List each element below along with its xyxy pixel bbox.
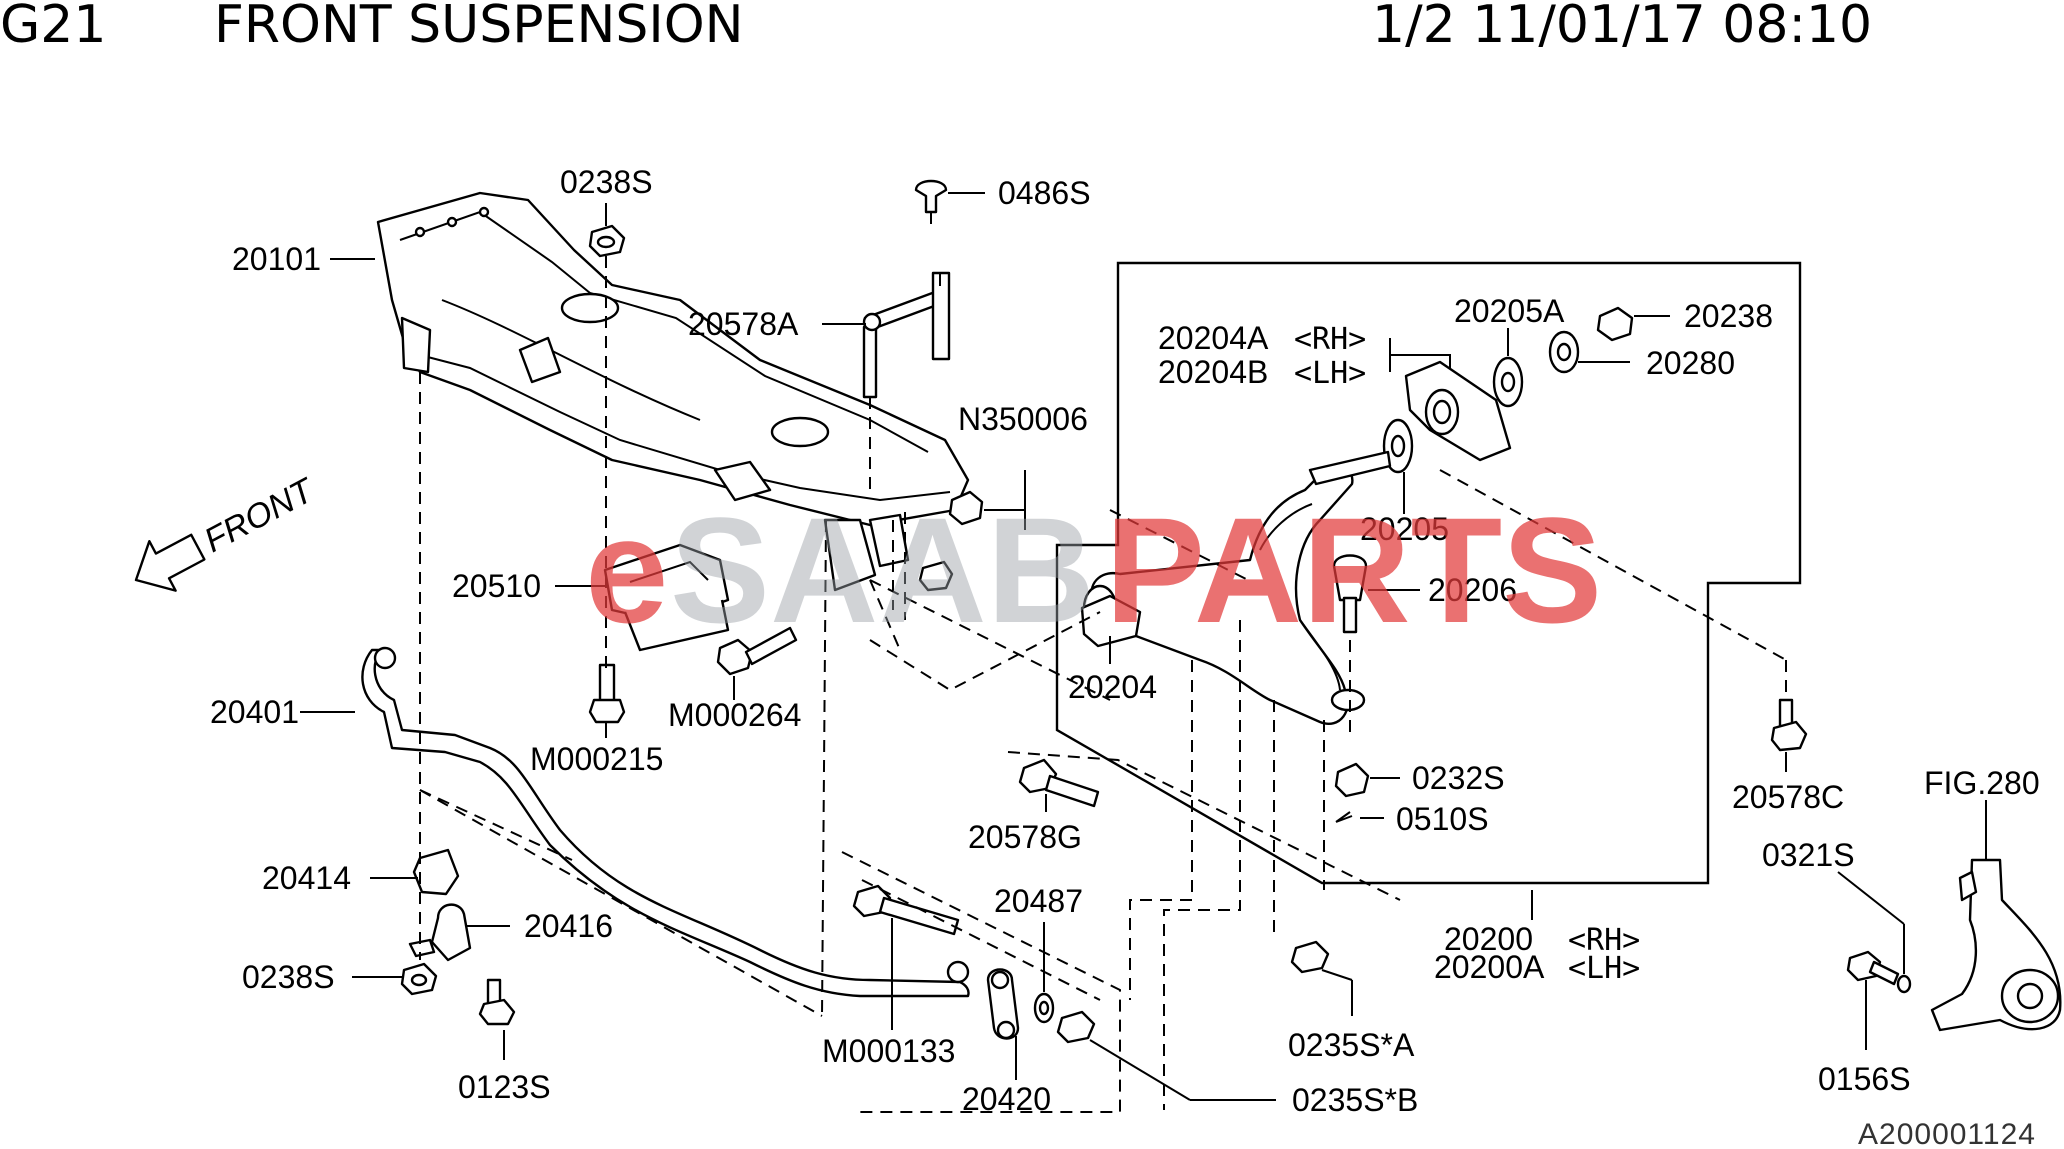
label-20510[interactable]: 20510 — [452, 568, 541, 604]
leader-0235S-B — [1089, 1039, 1191, 1101]
bushing-20204[interactable] — [1080, 594, 1142, 648]
bushing-20414[interactable] — [412, 848, 460, 896]
label-20401[interactable]: 20401 — [210, 694, 299, 730]
label-20200[interactable]: 20200 — [1444, 921, 1533, 957]
label-20414[interactable]: 20414 — [262, 860, 351, 896]
label-0156S[interactable]: 0156S — [1818, 1061, 1911, 1097]
bolt-M000215[interactable] — [588, 663, 626, 724]
label-fig280[interactable]: FIG.280 — [1924, 765, 2040, 801]
label-M000264[interactable]: M000264 — [668, 697, 801, 733]
diagram-title: FRONT SUSPENSION — [214, 0, 744, 55]
front-direction-arrow: FRONT — [134, 471, 321, 592]
label-20578G[interactable]: 20578G — [968, 819, 1082, 855]
watermark: e SAAB PARTS — [585, 486, 1602, 654]
front-label: FRONT — [198, 471, 321, 561]
label-20200A-side: <LH> — [1568, 951, 1640, 986]
clip-0486S[interactable] — [914, 179, 948, 224]
bolt-M000264[interactable] — [716, 626, 798, 676]
label-20238[interactable]: 20238 — [1684, 298, 1773, 334]
nut-0235S-A[interactable] — [1290, 940, 1330, 974]
label-20204A-side: <RH> — [1294, 322, 1366, 357]
label-20487[interactable]: 20487 — [994, 883, 1083, 919]
label-20578C[interactable]: 20578C — [1732, 779, 1844, 815]
label-20205[interactable]: 20205 — [1360, 511, 1449, 547]
crossmember-20101[interactable] — [376, 191, 970, 592]
page-info: 1/2 11/01/17 08:10 — [1372, 0, 1872, 55]
leader-0321S — [1837, 871, 1905, 925]
bolt-M000133[interactable] — [852, 884, 960, 936]
label-20200-side: <RH> — [1568, 923, 1640, 958]
bracket-20416[interactable] — [408, 903, 472, 962]
washer-20280[interactable] — [1548, 330, 1580, 374]
pin-0321S[interactable] — [1896, 974, 1912, 994]
alignment-lines — [419, 256, 1787, 1113]
link-20420[interactable] — [986, 968, 1020, 1040]
nut-0238S-top[interactable] — [588, 224, 626, 258]
label-0510S[interactable]: 0510S — [1396, 801, 1489, 837]
label-20204A[interactable]: 20204A — [1158, 320, 1269, 356]
bolt-20578G[interactable] — [1018, 758, 1100, 808]
bolt-0156S[interactable] — [1846, 950, 1900, 986]
nut-0232S[interactable] — [1334, 762, 1370, 798]
label-20416[interactable]: 20416 — [524, 908, 613, 944]
label-0238S-bottom[interactable]: 0238S — [242, 959, 335, 995]
washer-20487[interactable] — [1033, 992, 1055, 1024]
label-20280[interactable]: 20280 — [1646, 345, 1735, 381]
label-0321S[interactable]: 0321S — [1762, 837, 1855, 873]
washer-20205A[interactable] — [1492, 356, 1524, 408]
pin-0510S[interactable] — [1335, 811, 1353, 823]
label-0486S[interactable]: 0486S — [998, 175, 1091, 211]
label-20200A[interactable]: 20200A — [1434, 949, 1545, 985]
label-0235S-B[interactable]: 0235S*B — [1292, 1082, 1418, 1118]
label-0238S-top[interactable]: 0238S — [560, 164, 653, 200]
label-M000215[interactable]: M000215 — [530, 741, 663, 777]
stabilizer-bar-20401[interactable] — [361, 646, 970, 998]
label-0123S[interactable]: 0123S — [458, 1069, 551, 1105]
diagram-code: G21 — [0, 0, 106, 55]
label-20204B[interactable]: 20204B — [1158, 354, 1268, 390]
label-M000133[interactable]: M000133 — [822, 1033, 955, 1069]
label-20204B-side: <LH> — [1294, 356, 1366, 391]
bolt-0123S[interactable] — [478, 978, 516, 1026]
nut-N350006[interactable] — [918, 490, 984, 592]
label-20205A[interactable]: 20205A — [1454, 293, 1565, 329]
label-20578A[interactable]: 20578A — [688, 306, 799, 342]
knuckle-fig280[interactable] — [1930, 858, 2062, 1032]
bracket-20510[interactable] — [603, 543, 730, 652]
label-20101[interactable]: 20101 — [232, 241, 321, 277]
bushing-20204A[interactable] — [1404, 360, 1512, 462]
watermark-suffix: PARTS — [1105, 486, 1602, 654]
label-0235S-A[interactable]: 0235S*A — [1288, 1027, 1415, 1063]
ball-joint-20206[interactable] — [1332, 554, 1368, 634]
bracket-20578A[interactable] — [862, 271, 951, 399]
label-20206[interactable]: 20206 — [1428, 572, 1517, 608]
assembly-frame — [1055, 261, 1802, 885]
label-N350006[interactable]: N350006 — [958, 401, 1088, 437]
figure-id: A200001124 — [1858, 1118, 2036, 1149]
watermark-prefix: e — [585, 486, 668, 654]
nut-20238[interactable] — [1596, 306, 1634, 342]
label-20204[interactable]: 20204 — [1068, 669, 1157, 705]
label-0232S[interactable]: 0232S — [1412, 760, 1505, 796]
leader-0235S-A — [1321, 969, 1353, 981]
washer-20205[interactable] — [1308, 418, 1414, 486]
nut-0235S-B[interactable] — [1056, 1010, 1096, 1044]
bolt-20578C[interactable] — [1770, 698, 1808, 752]
watermark-middle: SAAB — [670, 486, 1095, 654]
nut-0238S-bottom[interactable] — [400, 962, 438, 996]
